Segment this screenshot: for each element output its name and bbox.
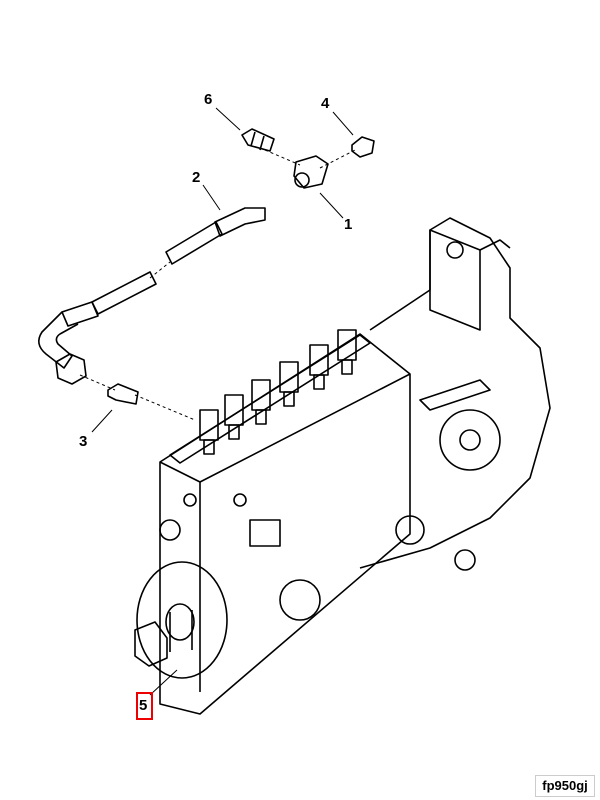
callout-6: 6 (204, 91, 213, 108)
callout-4: 4 (321, 95, 330, 112)
callout-3: 3 (79, 433, 88, 450)
pump-body (159, 217, 551, 715)
callout-1: 1 (344, 216, 353, 233)
fitting-4 (351, 136, 375, 158)
banjo-1 (293, 155, 329, 189)
delivery-valves (199, 329, 357, 455)
fuel-line-2 (38, 207, 266, 385)
leader-lines (79, 107, 356, 696)
callout-5: 5 (139, 697, 148, 714)
drive-flange (134, 493, 321, 679)
callout-2: 2 (192, 169, 201, 186)
highlight-box (136, 692, 153, 720)
figure-id: fp950gj (535, 775, 595, 797)
fitting-6 (241, 128, 275, 152)
fitting-3 (107, 383, 139, 405)
